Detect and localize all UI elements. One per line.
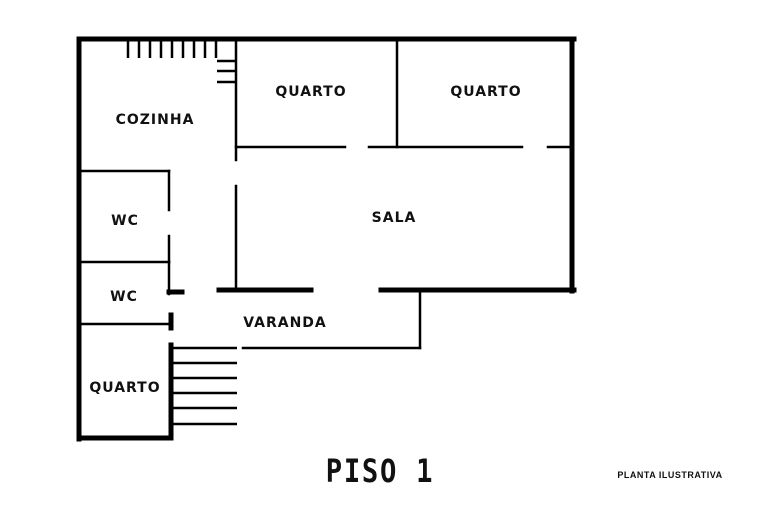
stairs-bottom [171, 346, 237, 426]
room-label-cozinha: COZINHA [116, 112, 195, 128]
room-label-quarto-2: QUARTO [450, 84, 521, 100]
room-label-wc-2: WC [110, 289, 138, 305]
illustrative-note: PLANTA ILUSTRATIVA [617, 470, 723, 480]
room-label-varanda: VARANDA [243, 315, 327, 331]
stairs-top [126, 41, 236, 84]
room-label-quarto-3: QUARTO [89, 380, 160, 396]
room-label-wc-1: WC [111, 213, 139, 229]
room-label-quarto-1: QUARTO [275, 84, 346, 100]
floor-title: PISO 1 [325, 452, 435, 490]
room-label-sala: SALA [372, 210, 417, 226]
